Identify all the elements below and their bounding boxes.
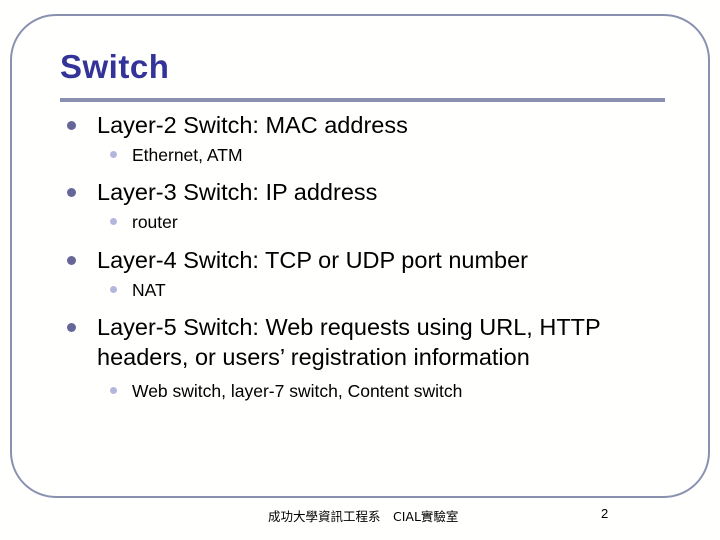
bullet-level1-4-text: Layer-5 Switch: Web requests using URL, … [97,314,601,370]
bullet-level1-1-text: Layer-2 Switch: MAC address [97,112,408,138]
bullet-level2-4-text: Web switch, layer-7 switch, Content swit… [132,381,463,401]
page-number: 2 [601,506,609,521]
bullet-group-2: Layer-3 Switch: IP address router [60,177,670,235]
sub-bullet-dot-icon [110,286,117,293]
sub-bullet-dot-icon [110,387,117,394]
bullet-dot-icon [67,188,76,197]
bullet-level2-2-text: router [132,212,178,232]
footer-organization-text: 成功大學資訊工程系 CIAL實驗室 [268,509,459,524]
bullet-level2-4: Web switch, layer-7 switch, Content swit… [60,378,670,404]
bullet-dot-icon [67,323,76,332]
bullet-level1-4: Layer-5 Switch: Web requests using URL, … [60,312,670,372]
bullet-group-3: Layer-4 Switch: TCP or UDP port number N… [60,245,670,303]
bullet-dot-icon [67,121,76,130]
bullet-level2-1-text: Ethernet, ATM [132,145,243,165]
bullet-level2-1: Ethernet, ATM [60,142,670,168]
title-divider-rule [60,98,665,102]
sub-bullet-dot-icon [110,151,117,158]
bullet-level1-2: Layer-3 Switch: IP address [60,177,670,207]
bullet-group-4: Layer-5 Switch: Web requests using URL, … [60,312,670,404]
slide-title: Switch [60,48,170,85]
bullet-level1-3: Layer-4 Switch: TCP or UDP port number [60,245,670,275]
bullet-group-1: Layer-2 Switch: MAC address Ethernet, AT… [60,110,670,168]
bullet-level1-3-text: Layer-4 Switch: TCP or UDP port number [97,247,529,273]
bullet-level1-1: Layer-2 Switch: MAC address [60,110,670,140]
bullet-level2-3-text: NAT [132,280,166,300]
bullet-level2-3: NAT [60,277,670,303]
bullet-level1-2-text: Layer-3 Switch: IP address [97,179,378,205]
bullet-dot-icon [67,256,76,265]
sub-bullet-dot-icon [110,218,117,225]
slide-footer: 成功大學資訊工程系 CIAL實驗室 2 [0,506,720,528]
bullet-level2-2: router [60,209,670,235]
slide-body: Layer-2 Switch: MAC address Ethernet, AT… [60,110,670,404]
